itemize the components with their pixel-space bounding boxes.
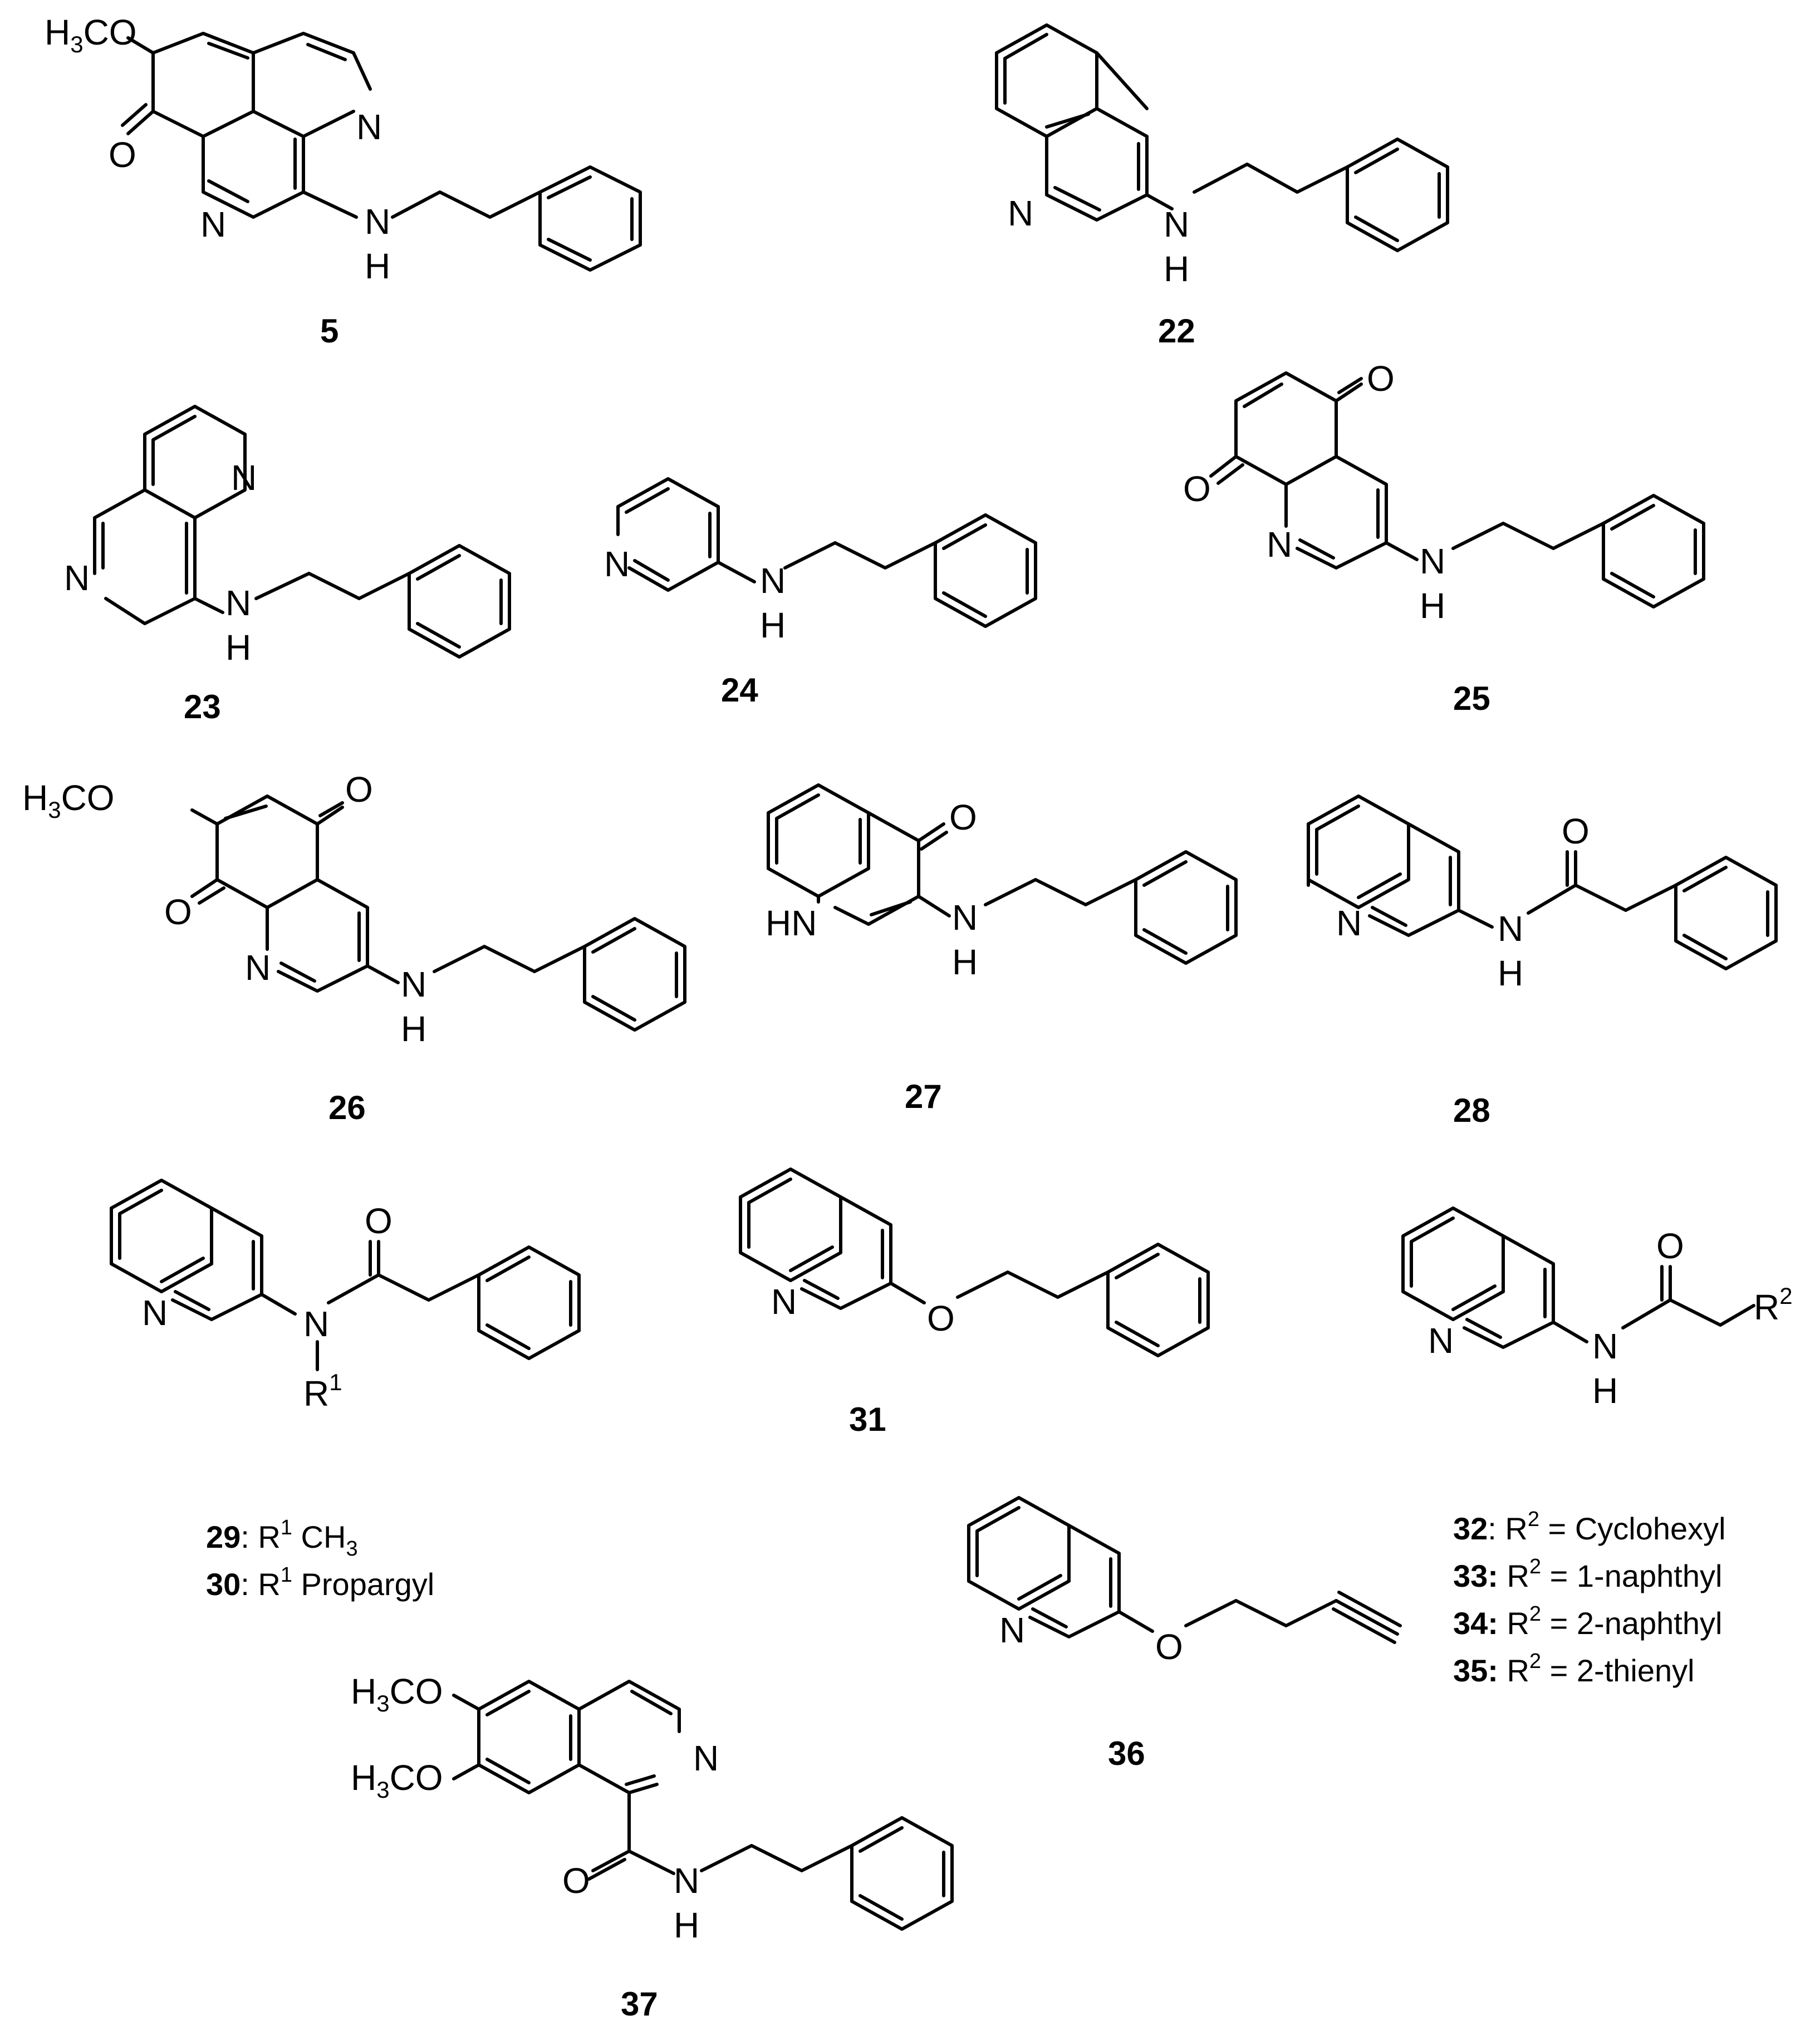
compound-22-structure: N N H 22 [995, 23, 1449, 350]
compound-27-oxygen: O [949, 797, 977, 837]
compound-29-r1: R1 [303, 1369, 342, 1414]
compound-26-methoxy: H3CO [22, 778, 115, 823]
compound-29-nitrogen: N [142, 1293, 168, 1333]
compound-25-structure: O O N N H 25 [1183, 359, 1705, 717]
compound-37-label: 37 [621, 1985, 658, 2023]
compound-23-structure: N N N H 23 [64, 405, 511, 725]
compound-22-nitrogen: N [1008, 193, 1033, 233]
compound-37-structure: H3CO H3CO N O N H 37 [351, 1671, 954, 2023]
compound-24-structure: N N H 24 [604, 477, 1037, 709]
compound-25-amine-n: N [1420, 541, 1445, 581]
compound-31-structure: N O 31 [739, 1167, 1210, 1438]
compound-26-amine-n: N [401, 964, 426, 1004]
compound-22-label: 22 [1158, 312, 1195, 350]
compound-24-amine-n: N [760, 561, 786, 601]
compound-26-nitrogen: N [245, 948, 271, 988]
compound-24-amine-h: H [760, 605, 786, 645]
compound-28-oxygen: O [1562, 811, 1590, 851]
compound-37-methoxy-top: H3CO [351, 1671, 443, 1716]
compound-5-label: 5 [320, 312, 339, 350]
compound-32-amide-h: H [1592, 1371, 1618, 1411]
compound-27-amine-n: N [952, 897, 978, 938]
legend-32: 32: R2 = Cyclohexyl [1453, 1508, 1726, 1546]
compound-32-nitrogen: N [1428, 1321, 1454, 1361]
compound-23-amine-h: H [225, 627, 251, 668]
legend-34: 34: R2 = 2-naphthyl [1453, 1602, 1722, 1641]
compound-29-amide-n: N [303, 1304, 329, 1344]
compound-32-amide-n: N [1592, 1326, 1618, 1366]
compound-28-label: 28 [1453, 1092, 1490, 1129]
compound-23-nitrogen-top: N [231, 458, 257, 498]
compound-23-label: 23 [184, 688, 221, 725]
compound-31-label: 31 [849, 1401, 886, 1438]
compound-37-nitrogen: N [693, 1738, 719, 1778]
compound-25-oxygen-top: O [1367, 359, 1395, 399]
compound-29-30-structure: O N N R1 29: R1 CH3 30: R1 Propargyl [110, 1179, 581, 1602]
compound-36-nitrogen: N [999, 1610, 1025, 1650]
compound-5-nitrogen-left: N [200, 204, 226, 244]
legend-33: 33: R2 = 1-naphthyl [1453, 1555, 1722, 1593]
compound-26-amine-h: H [401, 1009, 426, 1049]
compound-24-nitrogen: N [604, 544, 630, 584]
compound-37-amide-h: H [674, 1905, 699, 1945]
compound-25-label: 25 [1453, 680, 1490, 717]
compound-27-amine-h: H [952, 942, 978, 982]
compound-32-oxygen: O [1656, 1226, 1684, 1266]
compound-22-amine-h: H [1164, 249, 1189, 289]
compound-26-oxygen-top: O [345, 769, 373, 810]
compound-23-nitrogen-left: N [64, 558, 90, 598]
compound-27-label: 27 [905, 1078, 942, 1115]
compound-36-label: 36 [1108, 1735, 1145, 1772]
compound-37-oxygen: O [562, 1861, 590, 1901]
compound-27-structure: O HN N H 27 [766, 783, 1238, 1115]
compound-5-nitrogen-right: N [356, 107, 382, 147]
compound-5-amine-h: H [365, 246, 390, 286]
compound-27-nh: HN [766, 903, 817, 943]
compound-32-35-structure: N O N H R2 32: R2 = Cyclohexyl 33: R2 = … [1401, 1206, 1793, 1688]
compound-28-amide-n: N [1498, 909, 1523, 949]
legend-29: 29: R1 CH3 [206, 1516, 358, 1561]
compound-28-amide-h: H [1498, 953, 1523, 993]
compound-26-label: 26 [328, 1089, 366, 1126]
compound-31-oxygen: O [927, 1298, 955, 1338]
compound-22-amine-n: N [1164, 204, 1189, 244]
compound-37-amide-n: N [674, 1861, 699, 1901]
legend-30: 30: R1 Propargyl [206, 1563, 434, 1602]
compound-36-oxygen: O [1155, 1627, 1183, 1667]
compound-26-oxygen-left: O [164, 892, 192, 932]
compound-5-methoxy-h: H3CO [45, 12, 137, 57]
compound-26-structure: H3CO O O N N H 26 [22, 769, 686, 1126]
compound-23-amine-n: N [225, 583, 251, 623]
compound-25-nitrogen: N [1267, 524, 1292, 565]
compound-32-r2: R2 [1754, 1283, 1793, 1327]
compound-36-structure: N O 36 [967, 1496, 1402, 1772]
compound-29-oxygen: O [365, 1201, 393, 1241]
compound-28-nitrogen: N [1336, 903, 1362, 943]
compound-28-structure: O N N H 28 [1307, 794, 1778, 1129]
compound-25-oxygen-left: O [1183, 469, 1211, 509]
legend-35: 35: R2 = 2-thienyl [1453, 1650, 1695, 1688]
compound-5-oxygen: O [109, 135, 136, 175]
compound-5-structure: H3CO O N N N H 5 [45, 12, 642, 350]
compound-31-nitrogen: N [771, 1282, 797, 1322]
compound-5-amine-n: N [365, 202, 390, 242]
compound-37-methoxy-bottom: H3CO [351, 1758, 443, 1803]
compound-25-amine-h: H [1420, 586, 1445, 626]
compound-24-label: 24 [721, 671, 758, 709]
